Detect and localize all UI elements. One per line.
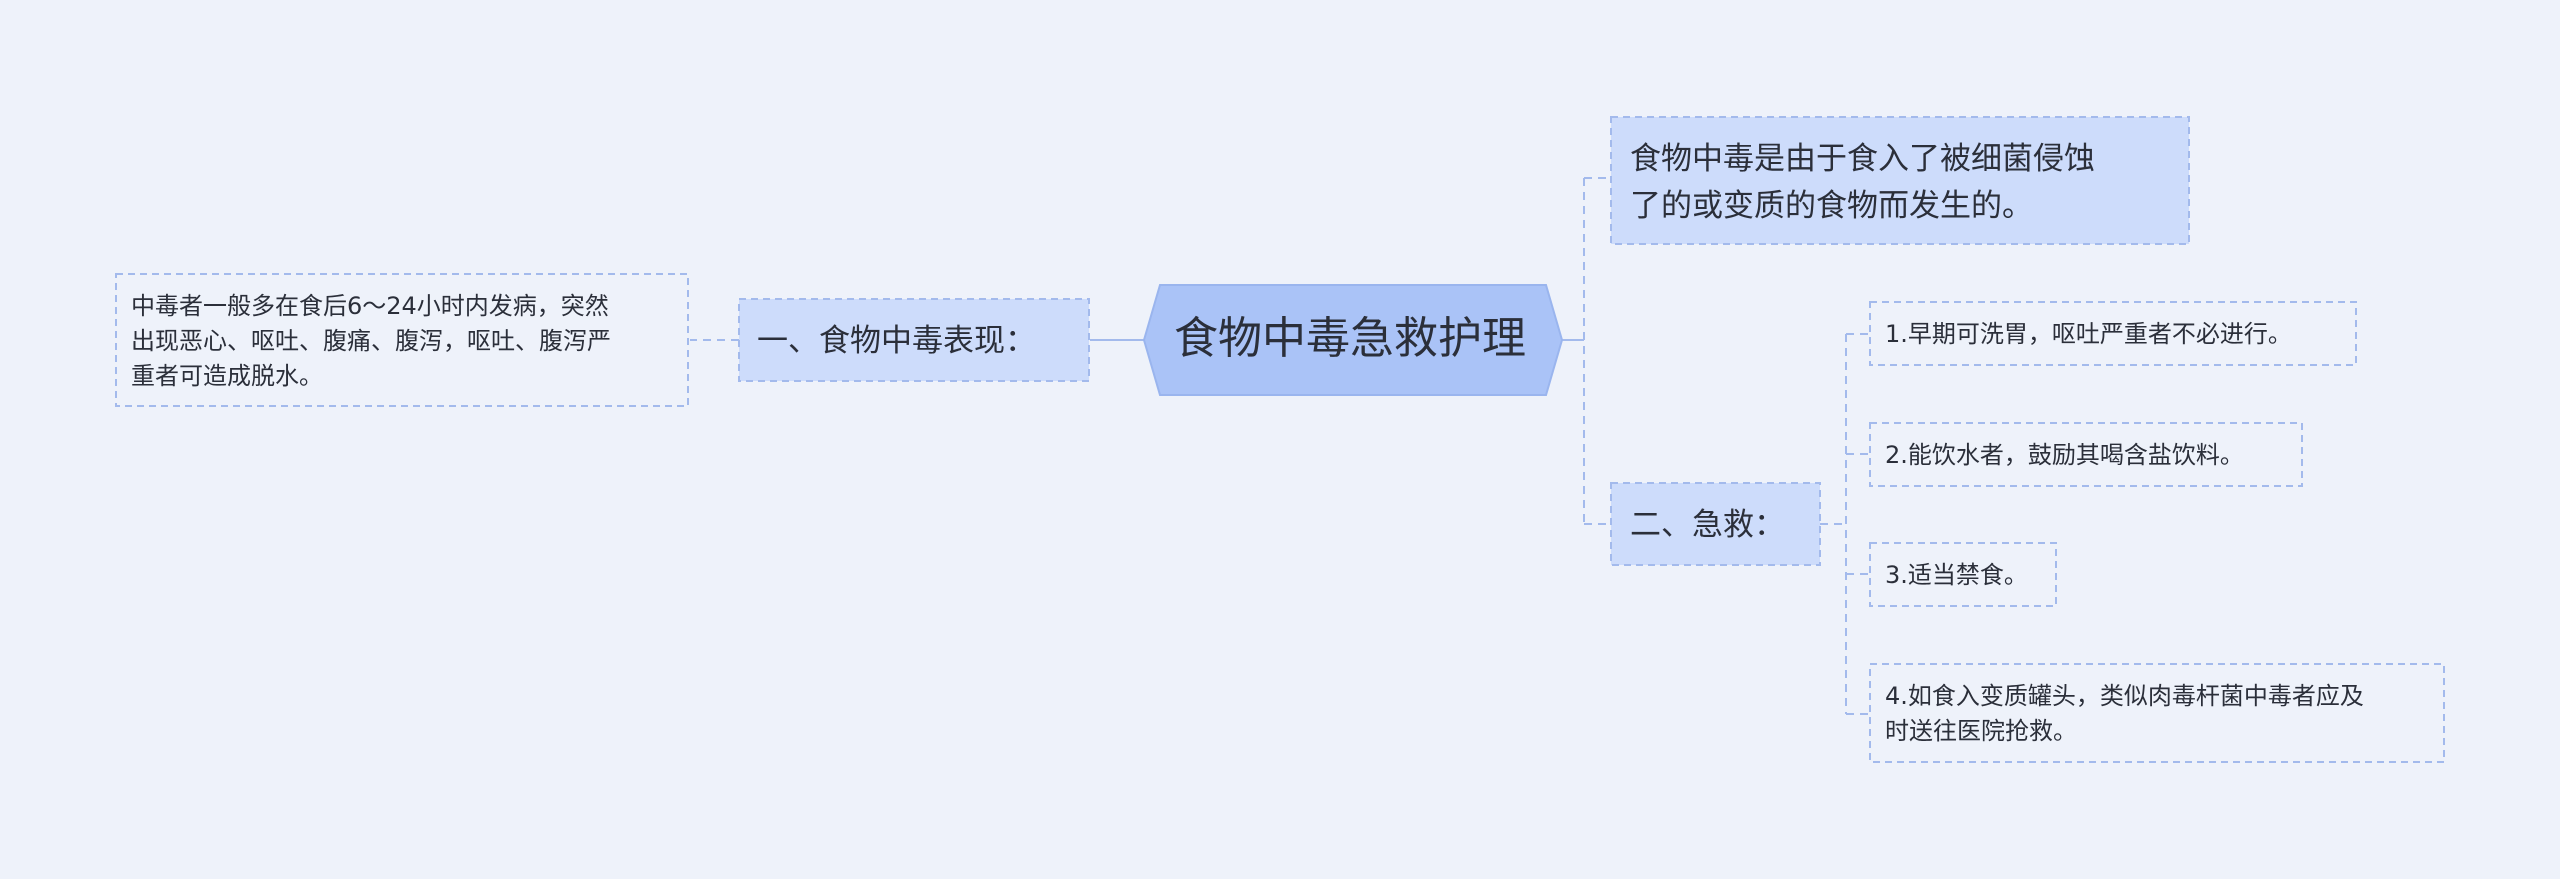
list-item[interactable]: 3.适当禁食。 (1869, 542, 2057, 607)
right-top-box (1610, 116, 2190, 245)
left-detail-text: 中毒者一般多在食后6～24小时内发病，突然 出现恶心、呕吐、腹痛、腹泻，呕吐、腹… (131, 292, 619, 390)
left-detail-line: 中毒者一般多在食后6～24小时内发病，突然 (131, 292, 609, 320)
right-branch-label: 二、急救： (1630, 507, 1785, 543)
left-detail-box (115, 273, 689, 407)
list-item[interactable]: 2.能饮水者，鼓励其喝含盐饮料。 (1869, 422, 2303, 487)
right-top-node[interactable]: 食物中毒是由于食入了被细菌侵蚀 了的或变质的食物而发生的。 (1610, 116, 2190, 245)
left-branch-label: 一、食物中毒表现： (757, 323, 1036, 359)
item-2-text: 2.能饮水者，鼓励其喝含盐饮料。 (1885, 441, 2244, 469)
root-node-label: 食物中毒急救护理 (1174, 313, 1526, 364)
root-node[interactable]: 食物中毒急救护理 (1142, 284, 1564, 396)
connector-lines (690, 177, 1870, 715)
left-branch-box (738, 298, 1090, 382)
item-4-box (1869, 663, 2445, 763)
item-3-box (1869, 542, 2057, 607)
left-detail-line: 出现恶心、呕吐、腹痛、腹泻，呕吐、腹泻严 (131, 327, 611, 355)
left-detail-node[interactable]: 中毒者一般多在食后6～24小时内发病，突然 出现恶心、呕吐、腹痛、腹泻，呕吐、腹… (115, 273, 689, 407)
item-2-box (1869, 422, 2303, 487)
right-top-line: 了的或变质的食物而发生的。 (1630, 188, 2033, 224)
left-detail-line: 重者可造成脱水。 (131, 362, 323, 390)
item-1-box (1869, 301, 2357, 366)
right-branch-box (1610, 482, 1821, 566)
right-top-line: 食物中毒是由于食入了被细菌侵蚀 (1630, 141, 2095, 177)
right-branch-node[interactable]: 二、急救： (1610, 482, 1821, 566)
item-4-text: 4.如食入变质罐头，类似肉毒杆菌中毒者应及 时送往医院抢救。 (1885, 682, 2372, 745)
item-4-line: 4.如食入变质罐头，类似肉毒杆菌中毒者应及 (1885, 682, 2364, 710)
left-branch-node[interactable]: 一、食物中毒表现： (738, 298, 1090, 382)
root-node-shape (1142, 284, 1564, 396)
list-item[interactable]: 4.如食入变质罐头，类似肉毒杆菌中毒者应及 时送往医院抢救。 (1869, 663, 2445, 763)
right-top-text: 食物中毒是由于食入了被细菌侵蚀 了的或变质的食物而发生的。 (1630, 141, 2105, 224)
item-3-text: 3.适当禁食。 (1885, 561, 2028, 589)
list-item[interactable]: 1.早期可洗胃，呕吐严重者不必进行。 (1869, 301, 2357, 366)
item-4-line: 时送往医院抢救。 (1885, 717, 2077, 745)
item-1-text: 1.早期可洗胃，呕吐严重者不必进行。 (1885, 320, 2292, 348)
